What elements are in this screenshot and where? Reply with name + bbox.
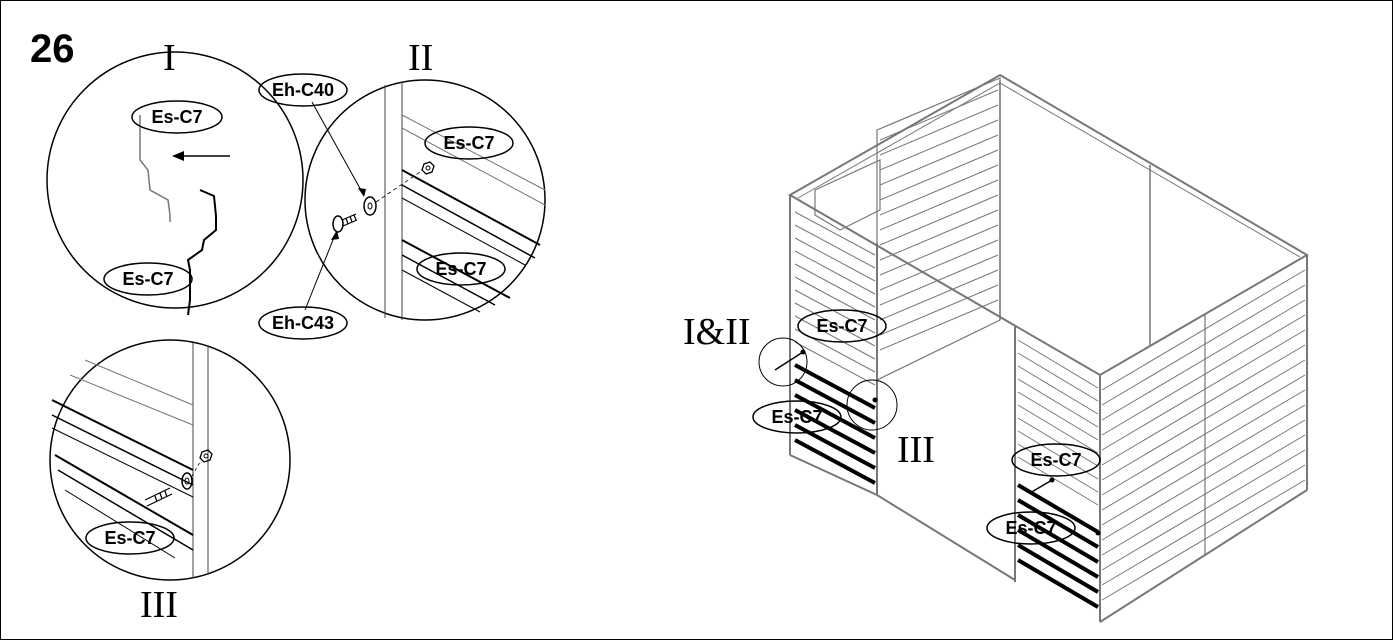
label-es-c7-4: Es-C7 [416, 252, 506, 286]
detail-circle-iii [49, 339, 291, 581]
svg-text:Es-C7: Es-C7 [435, 259, 486, 279]
washer-icon [181, 472, 193, 490]
leader-washer [311, 101, 363, 193]
arrow-head [172, 151, 184, 161]
detail-circle-i [46, 51, 304, 309]
view-label-i: I [163, 37, 176, 79]
leader-bolt [304, 234, 336, 311]
svg-text:Es-C7: Es-C7 [122, 269, 173, 289]
svg-text:Es-C7: Es-C7 [816, 316, 867, 336]
label-eh-c40: Eh-C40 [258, 73, 348, 107]
label-es-c7-8: Es-C7 [1011, 443, 1101, 477]
shed-assembly [787, 73, 1309, 623]
nut-icon [199, 449, 213, 463]
panel-edge-grey [139, 115, 171, 222]
bolt-icon [1029, 479, 1053, 494]
label-es-c7-7: Es-C7 [752, 400, 842, 434]
callout-circle-i-ii [758, 337, 808, 387]
view-label-i-ii: I&II [683, 311, 751, 353]
slat-group-iii [51, 359, 194, 559]
label-es-c7-3: Es-C7 [424, 126, 514, 160]
svg-text:Es-C7: Es-C7 [1005, 518, 1056, 538]
view-label-iii-shed: III [897, 429, 935, 471]
label-es-c7-2: Es-C7 [103, 262, 193, 296]
assembly-axis [191, 461, 201, 477]
detail-circle-ii [304, 79, 546, 321]
bolt-icon [332, 213, 358, 233]
svg-text:Es-C7: Es-C7 [443, 133, 494, 153]
label-es-c7-5: Es-C7 [85, 521, 175, 555]
view-label-ii: II [408, 37, 433, 79]
bolt-point [872, 397, 878, 403]
nut-icon [421, 161, 435, 175]
step-number: 26 [30, 27, 75, 71]
svg-text:Es-C7: Es-C7 [771, 407, 822, 427]
bolt-point [1049, 477, 1055, 483]
label-es-c7-1: Es-C7 [131, 100, 223, 134]
svg-text:Es-C7: Es-C7 [1030, 450, 1081, 470]
svg-text:Eh-C43: Eh-C43 [272, 313, 334, 333]
slat-group-ii [401, 114, 546, 313]
callout-circle-iii [846, 379, 898, 431]
label-eh-c43: Eh-C43 [258, 306, 348, 340]
label-es-c7-9: Es-C7 [986, 511, 1076, 545]
bolt-point [1095, 530, 1101, 536]
panel-edge-black [186, 189, 217, 316]
assembly-axis [375, 171, 421, 203]
bolt-point [800, 349, 806, 355]
washer-icon [363, 196, 377, 216]
svg-text:Es-C7: Es-C7 [151, 107, 202, 127]
leader-washer-arrow [358, 188, 366, 197]
svg-text:Es-C7: Es-C7 [104, 528, 155, 548]
svg-text:Eh-C40: Eh-C40 [272, 80, 334, 100]
view-label-iii: III [140, 584, 178, 626]
label-es-c7-6: Es-C7 [797, 309, 887, 343]
bolt-icon [774, 351, 804, 371]
leader-bolt-arrow [331, 230, 339, 240]
bolt-icon [144, 487, 173, 507]
